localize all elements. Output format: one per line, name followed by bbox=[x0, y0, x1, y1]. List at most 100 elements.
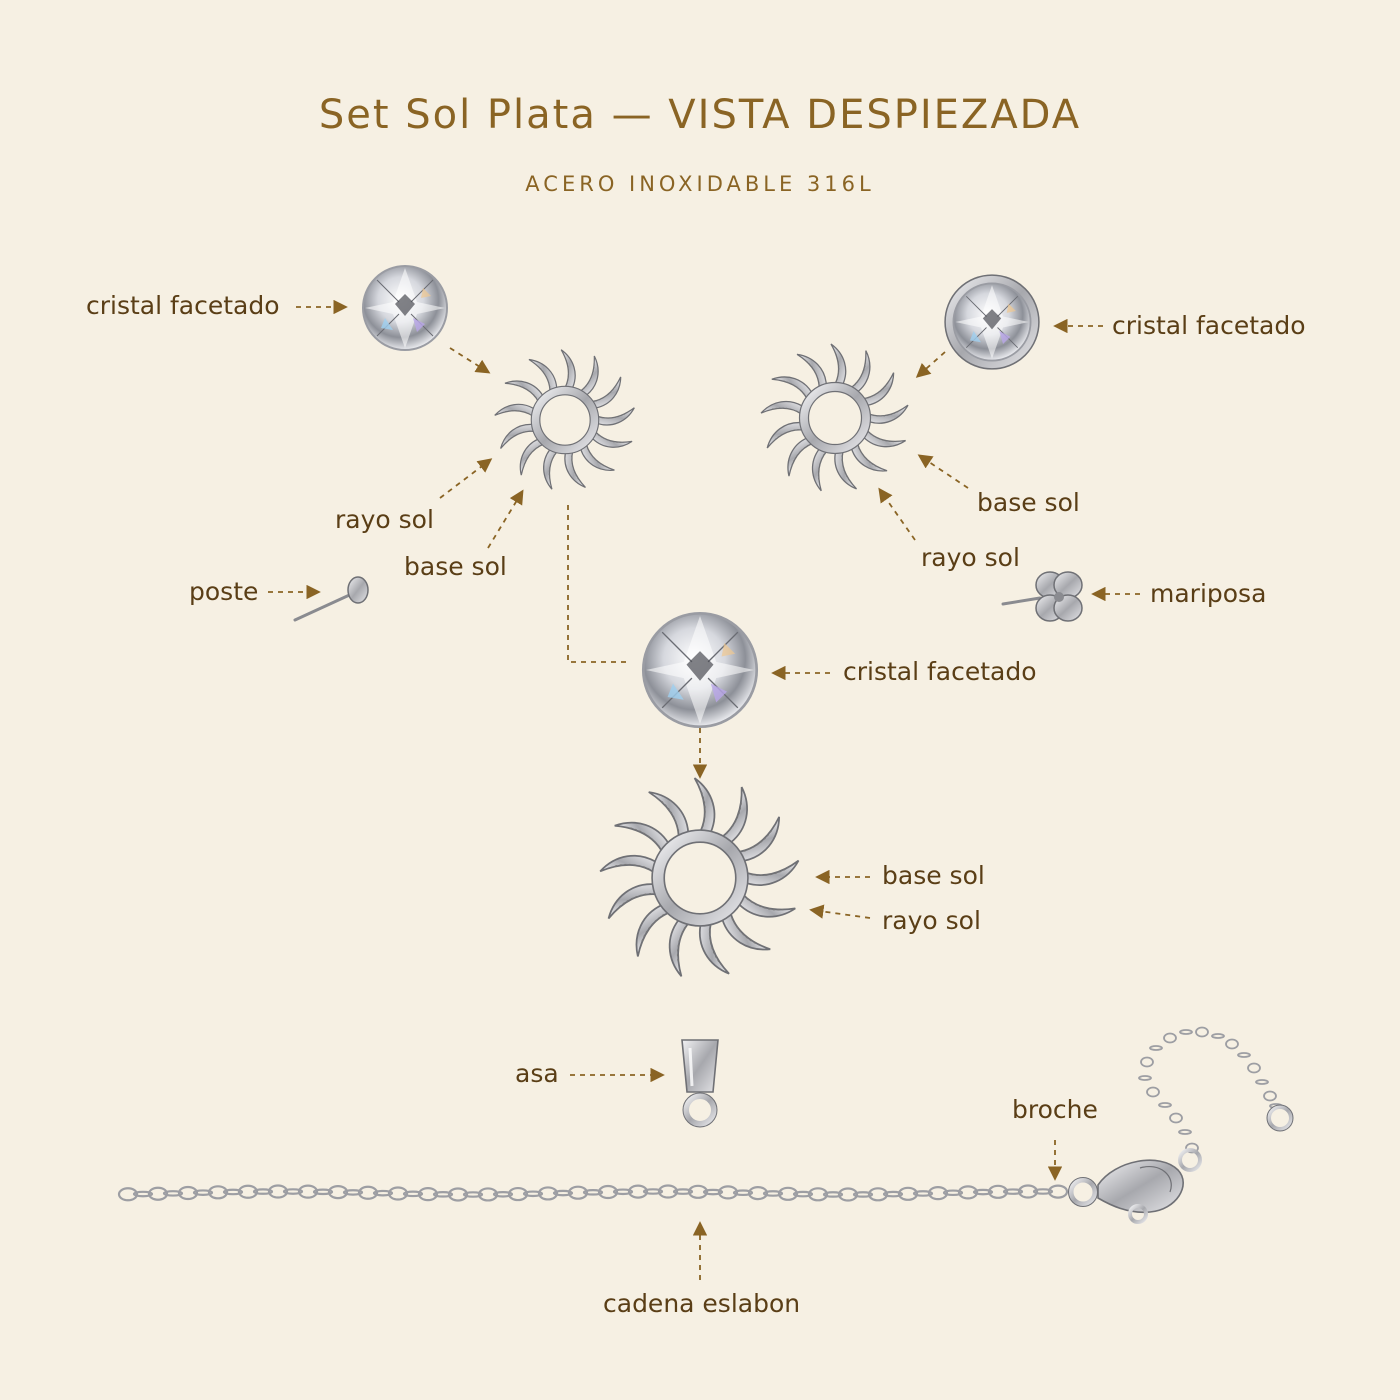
chain-link bbox=[852, 1191, 874, 1198]
chain-link bbox=[342, 1189, 364, 1196]
label-pendant-base: base sol bbox=[882, 861, 985, 890]
right-sun-part bbox=[761, 344, 910, 492]
chain-link bbox=[222, 1188, 244, 1196]
chain-link bbox=[282, 1188, 304, 1195]
chain-link bbox=[162, 1190, 184, 1197]
chain-link bbox=[1032, 1188, 1054, 1195]
chain-link bbox=[447, 1187, 469, 1202]
chain-link bbox=[897, 1186, 919, 1201]
chain-link bbox=[522, 1190, 544, 1198]
chain-link bbox=[882, 1190, 904, 1198]
extender-link bbox=[1163, 1032, 1177, 1044]
extender-link bbox=[1149, 1045, 1163, 1051]
extender-link bbox=[1178, 1129, 1192, 1135]
extender-link bbox=[1146, 1086, 1160, 1098]
page-subtitle: ACERO INOXIDABLE 316L bbox=[525, 172, 875, 196]
chain-link bbox=[357, 1185, 379, 1200]
label-center-crystal: cristal facetado bbox=[843, 657, 1037, 686]
chain-link bbox=[672, 1188, 694, 1195]
extender-link bbox=[1255, 1079, 1269, 1085]
label-right-crystal: cristal facetado bbox=[1112, 311, 1306, 340]
lobster-clasp-part bbox=[1068, 1148, 1202, 1224]
chain-link bbox=[252, 1188, 274, 1195]
chain-link bbox=[327, 1184, 349, 1200]
chain-link bbox=[177, 1185, 199, 1201]
bail-part bbox=[681, 1039, 719, 1128]
chain-link bbox=[207, 1185, 229, 1200]
chain-link bbox=[597, 1184, 619, 1200]
chain-link bbox=[582, 1189, 604, 1196]
chain-link bbox=[627, 1184, 649, 1199]
extender-chain-part bbox=[1138, 1026, 1283, 1154]
chain-link bbox=[987, 1184, 1009, 1199]
chain-link bbox=[792, 1190, 814, 1198]
chain-link bbox=[702, 1188, 724, 1196]
chain-link bbox=[1047, 1184, 1069, 1199]
extender-link bbox=[1158, 1102, 1172, 1108]
chain-link bbox=[927, 1186, 949, 1201]
chain-link bbox=[552, 1189, 574, 1197]
chain-link bbox=[822, 1191, 844, 1198]
extender-link bbox=[1237, 1052, 1251, 1058]
chain-link bbox=[417, 1187, 439, 1202]
chain-part bbox=[117, 1184, 1069, 1202]
label-left-ray: rayo sol bbox=[335, 505, 434, 534]
extender-link bbox=[1247, 1062, 1261, 1074]
pendant-sun-part bbox=[600, 778, 801, 978]
chain-link bbox=[462, 1191, 484, 1198]
chain-link bbox=[957, 1185, 979, 1200]
extender-link bbox=[1138, 1075, 1152, 1081]
chain-link bbox=[747, 1186, 769, 1201]
extender-link bbox=[1211, 1033, 1225, 1039]
chain-link bbox=[372, 1189, 394, 1197]
chain-link bbox=[717, 1185, 739, 1200]
chain-link bbox=[567, 1185, 589, 1200]
left-crystal-part bbox=[362, 265, 448, 351]
label-right-base: base sol bbox=[977, 488, 1080, 517]
label-clasp: broche bbox=[1012, 1095, 1098, 1124]
page-title: Set Sol Plata — VISTA DESPIEZADA bbox=[318, 92, 1082, 138]
chain-link bbox=[687, 1184, 709, 1199]
chain-link bbox=[867, 1187, 889, 1202]
extender-link bbox=[1179, 1029, 1193, 1035]
post-part bbox=[293, 576, 369, 622]
chain-link bbox=[837, 1187, 859, 1202]
extender-link bbox=[1263, 1090, 1277, 1102]
chain-link bbox=[147, 1186, 169, 1201]
right-crystal-part bbox=[944, 274, 1040, 370]
label-chain: cadena eslabon bbox=[603, 1289, 801, 1318]
leader-lines bbox=[268, 299, 1140, 1280]
chain-link bbox=[612, 1188, 634, 1196]
label-right-ray: rayo sol bbox=[921, 543, 1020, 572]
label-bail: asa bbox=[515, 1059, 559, 1088]
chain-link bbox=[297, 1184, 319, 1199]
chain-link bbox=[492, 1190, 514, 1198]
chain-link bbox=[117, 1187, 139, 1202]
extender-link bbox=[1225, 1038, 1239, 1050]
label-post: poste bbox=[189, 577, 259, 606]
extender-link bbox=[1169, 1112, 1183, 1124]
chain-link bbox=[732, 1189, 754, 1197]
chain-link bbox=[387, 1186, 409, 1201]
chain-link bbox=[267, 1184, 289, 1199]
chain-link bbox=[477, 1187, 499, 1202]
chain-link bbox=[432, 1191, 454, 1198]
chain-link bbox=[972, 1188, 994, 1196]
butterfly-part bbox=[1001, 571, 1083, 622]
chain-link bbox=[192, 1189, 214, 1196]
label-left-base: base sol bbox=[404, 552, 507, 581]
left-sun-part bbox=[495, 350, 636, 491]
extender-link bbox=[1185, 1142, 1199, 1154]
label-butterfly: mariposa bbox=[1150, 579, 1267, 608]
chain-link bbox=[312, 1188, 334, 1196]
chain-link bbox=[942, 1189, 964, 1197]
chain-link bbox=[762, 1190, 784, 1197]
chain-link bbox=[132, 1190, 154, 1198]
extender-end-ring bbox=[1266, 1104, 1294, 1132]
chain-link bbox=[237, 1184, 259, 1199]
chain-link bbox=[912, 1190, 934, 1197]
chain-link bbox=[507, 1186, 529, 1202]
chain-link bbox=[402, 1190, 424, 1198]
